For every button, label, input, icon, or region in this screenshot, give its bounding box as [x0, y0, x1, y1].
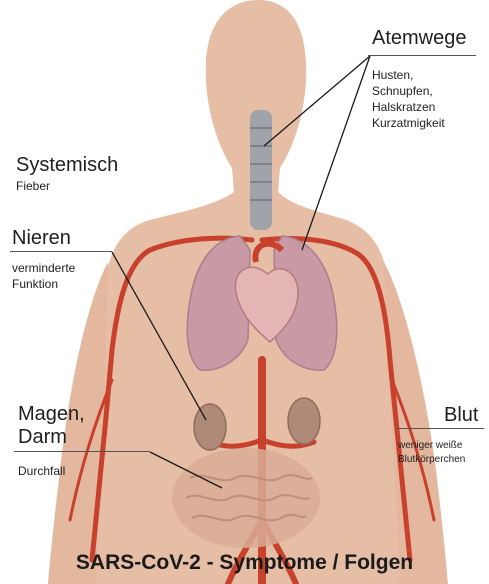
label-atemwege-rule: [368, 55, 476, 56]
label-magen-title-1: Magen,: [18, 403, 85, 425]
label-nieren-rule: [10, 251, 112, 252]
label-blut-line-1: weniger weiße: [398, 439, 462, 452]
figure-caption: SARS-CoV-2 - Symptome / Folgen: [0, 551, 489, 575]
right-kidney: [288, 398, 320, 444]
label-magen-rule: [14, 451, 150, 452]
label-magen-title-2: Darm: [18, 426, 67, 448]
label-atemwege-line-1: Husten,: [372, 68, 413, 83]
label-atemwege-line-2: Schnupfen,: [372, 84, 433, 99]
label-systemisch-detail: Fieber: [16, 179, 50, 194]
label-blut-title: Blut: [444, 404, 478, 426]
label-blut-rule: [396, 428, 484, 429]
label-magen-detail: Durchfall: [18, 464, 65, 479]
label-nieren-title: Nieren: [12, 227, 71, 249]
left-kidney: [194, 404, 226, 450]
label-atemwege-title: Atemwege: [372, 27, 467, 49]
label-systemisch-title: Systemisch: [16, 154, 118, 176]
label-atemwege-line-4: Kurzatmigkeit: [372, 116, 445, 131]
label-nieren-line-2: Funktion: [12, 277, 58, 292]
label-blut-line-2: Blutkörperchen: [398, 453, 465, 466]
label-atemwege-line-3: Halskratzen: [372, 100, 435, 115]
label-nieren-line-1: verminderte: [12, 261, 75, 276]
